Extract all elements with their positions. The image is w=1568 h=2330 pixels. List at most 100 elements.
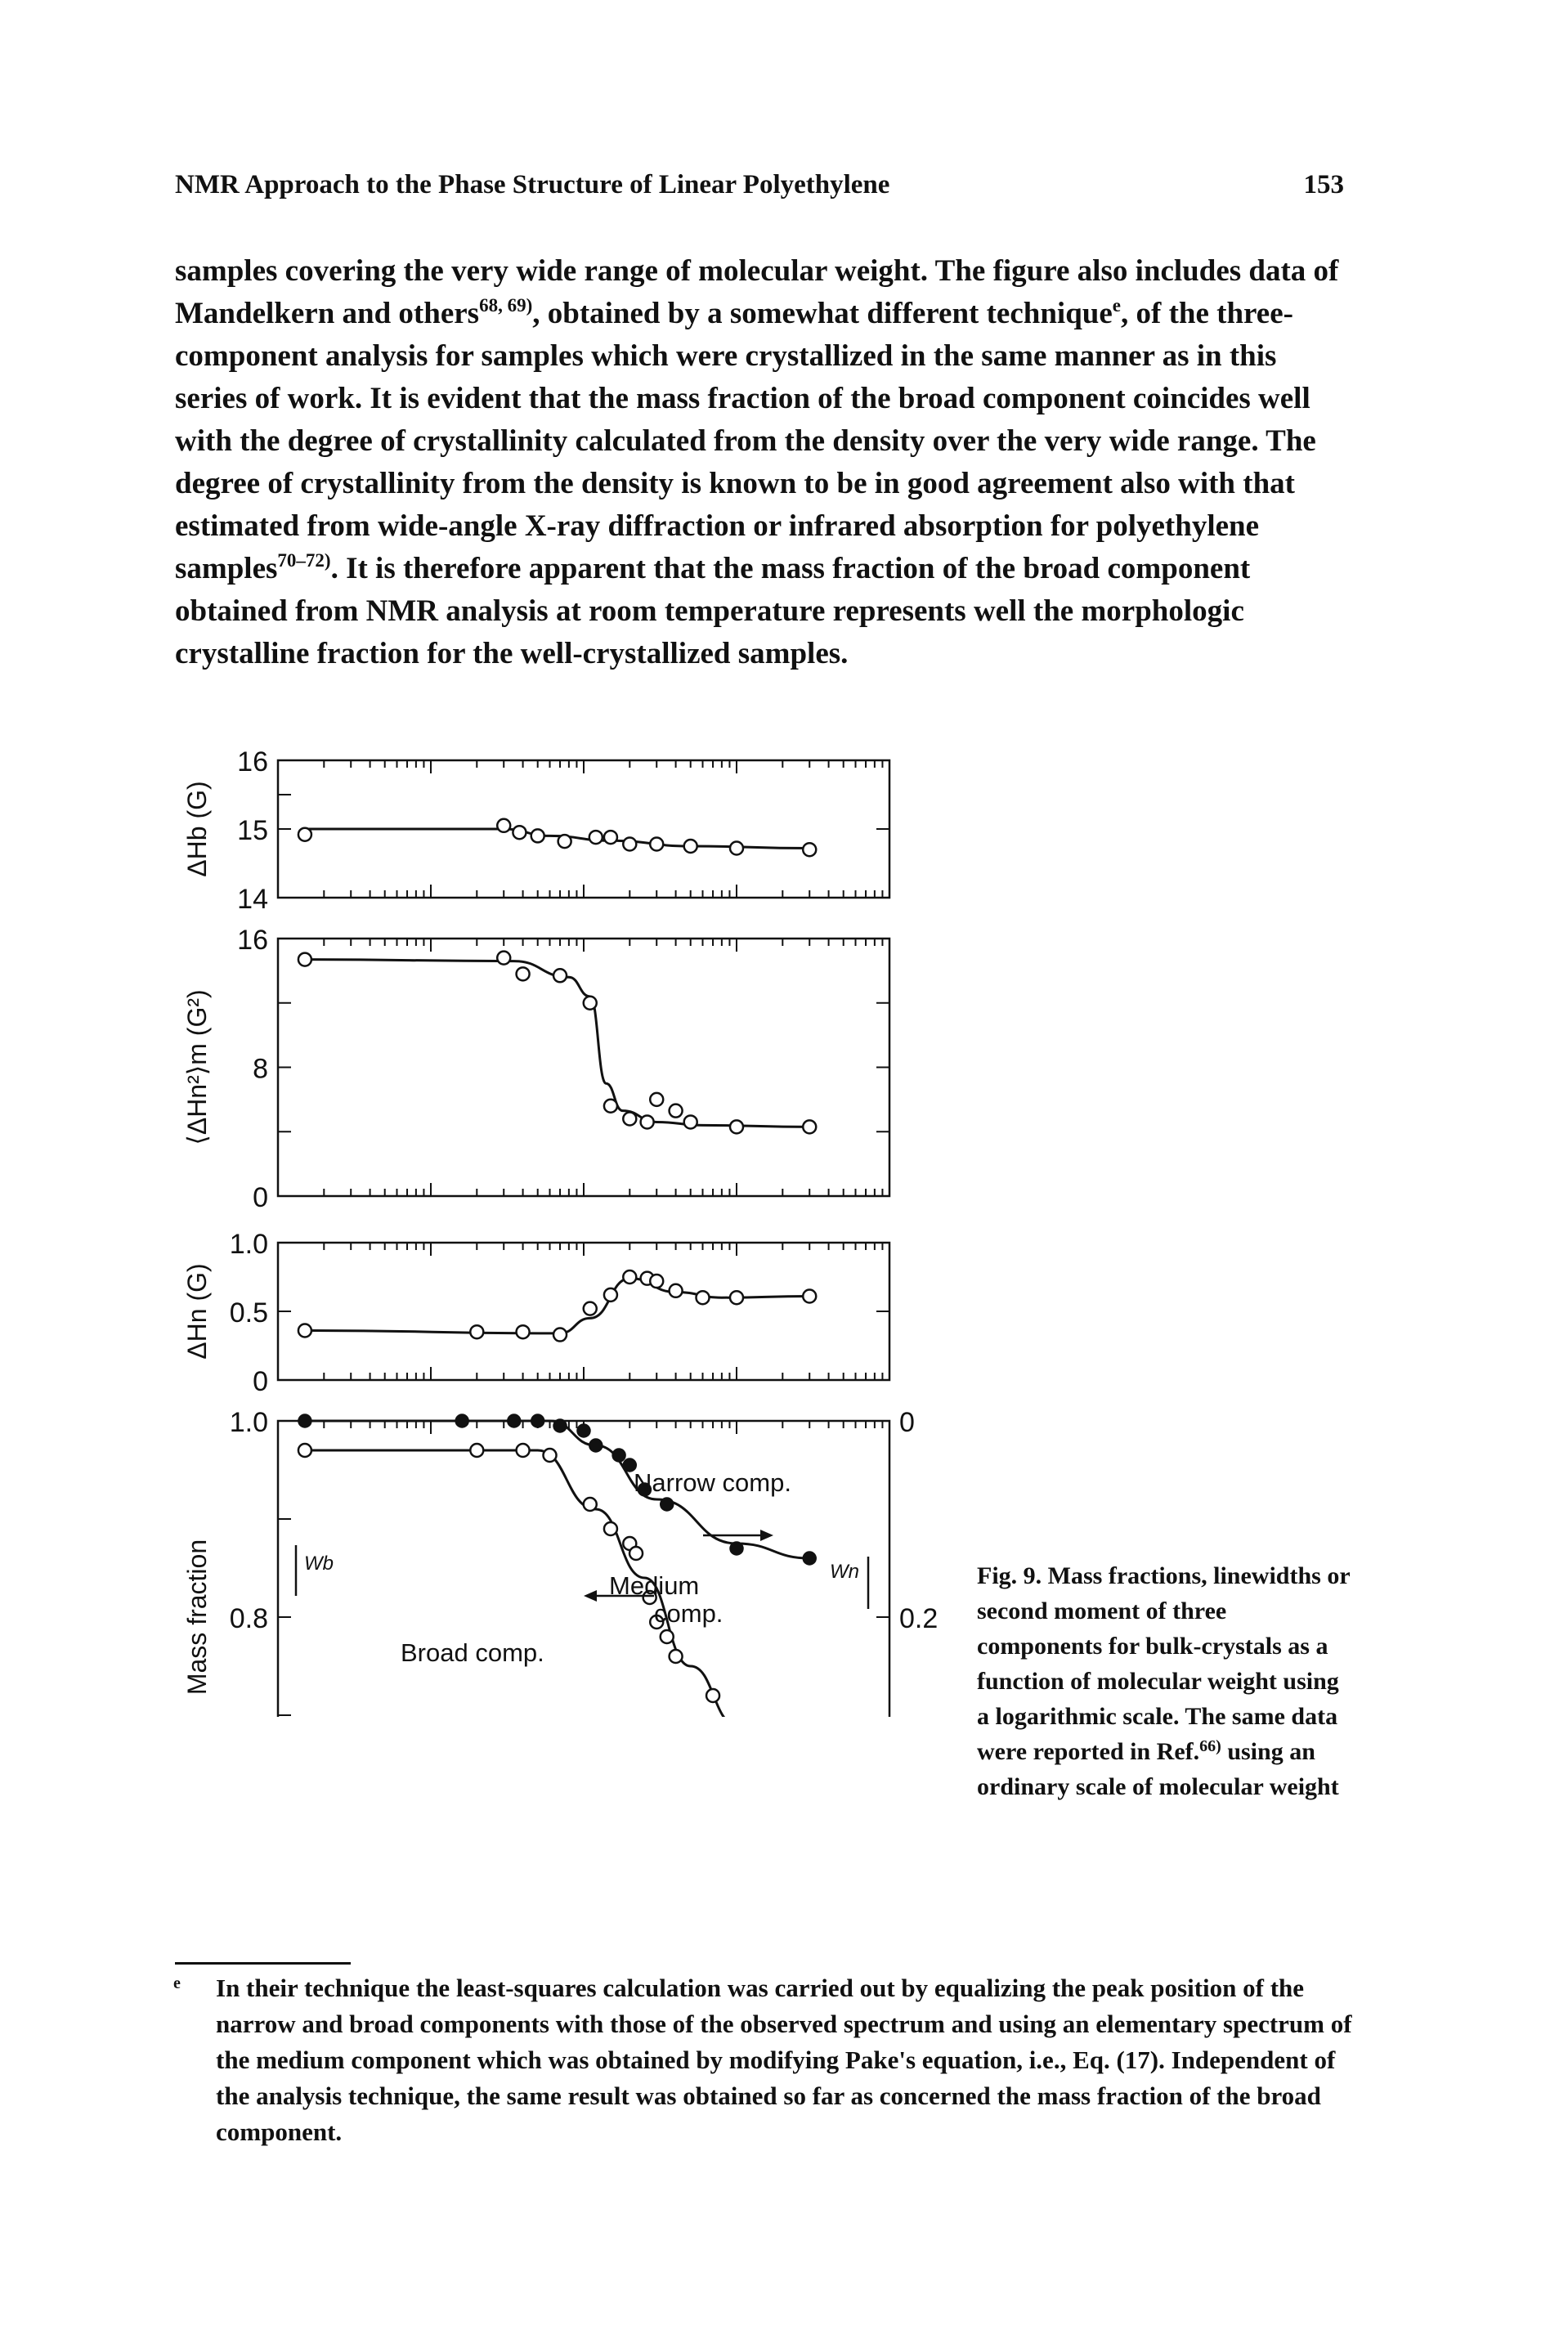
data-point — [801, 1288, 818, 1304]
annotation-narrow-comp: Narrow comp. — [634, 1468, 791, 1497]
data-point-open — [582, 1496, 598, 1512]
data-point — [639, 1114, 655, 1130]
body-text-4: . It is therefore apparent that the mass… — [175, 552, 1251, 670]
figure-caption: Fig. 9. Mass fractions, linewidths or se… — [977, 1558, 1353, 1804]
data-point-open — [705, 1687, 721, 1704]
y-tick-label: 1.0 — [230, 1407, 268, 1438]
data-point-filled — [659, 1497, 674, 1512]
data-point-open — [668, 1648, 683, 1665]
data-point-open — [603, 1521, 619, 1537]
footnote-text: In their technique the least-squares cal… — [216, 1974, 1352, 2146]
y-tick-label: 0 — [253, 1366, 268, 1397]
y-tick-label: 0.5 — [230, 1297, 268, 1329]
y-tick-label: 14 — [237, 884, 268, 915]
data-point — [557, 833, 572, 849]
data-point-open — [659, 1629, 674, 1645]
data-point — [495, 818, 512, 834]
fit-line — [304, 827, 810, 850]
arrow-right-head — [760, 1530, 773, 1541]
data-point — [801, 1119, 818, 1135]
panel-mass-fraction — [276, 1419, 891, 1717]
data-point — [728, 1119, 745, 1135]
data-point — [683, 838, 698, 854]
data-point — [588, 829, 604, 845]
data-point — [648, 836, 665, 852]
data-point — [801, 841, 818, 858]
running-title: NMR Approach to the Phase Structure of L… — [175, 170, 890, 199]
data-point-filled — [455, 1414, 469, 1428]
data-point-filled — [589, 1438, 603, 1453]
data-point-filled — [530, 1414, 545, 1428]
data-point — [668, 1283, 683, 1299]
page-number: 153 — [1303, 170, 1345, 199]
data-point — [683, 1114, 698, 1130]
data-point — [469, 1324, 485, 1340]
fit-line-broad — [304, 1449, 726, 1717]
data-point — [603, 829, 619, 845]
data-point — [648, 1091, 665, 1108]
y2-tick-label: 0 — [899, 1407, 915, 1438]
y-tick-label: 16 — [237, 925, 268, 956]
y-axis-label-dhn: ΔHn (G) — [182, 1263, 212, 1359]
data-point — [622, 836, 638, 852]
y-tick-label: 8 — [253, 1054, 268, 1085]
data-point-filled — [622, 1458, 638, 1472]
data-point — [603, 1098, 619, 1113]
data-point-filled — [637, 1482, 652, 1497]
y-tick-label: 15 — [237, 815, 268, 846]
data-point — [728, 840, 745, 856]
citation-70-72: 70–72) — [277, 550, 331, 571]
data-point — [297, 1323, 313, 1338]
citation-68-69: 68, 69) — [479, 295, 533, 316]
y-axis-label-m2: ⟨ΔHn²⟩m (G²) — [182, 989, 212, 1145]
data-point — [648, 1273, 665, 1289]
annotation-wn: Wn — [830, 1561, 859, 1583]
page-header: NMR Approach to the Phase Structure of L… — [175, 170, 1344, 211]
data-point-open — [542, 1447, 558, 1463]
data-point-filled — [729, 1541, 744, 1556]
data-point-filled — [298, 1414, 312, 1428]
data-point-filled — [612, 1448, 626, 1463]
data-point — [552, 1327, 568, 1342]
y-tick-label: 0.8 — [230, 1603, 268, 1634]
data-point-open — [469, 1442, 485, 1458]
data-point — [582, 1301, 598, 1316]
data-point — [668, 1103, 683, 1118]
body-text-1: samples covering the very wide range of … — [175, 254, 1339, 330]
data-point-filled — [576, 1423, 591, 1438]
y-axis-label-dhb: ΔHb (G) — [182, 781, 212, 876]
annotation-wb: Wb — [304, 1553, 334, 1575]
data-point — [297, 952, 313, 967]
data-point — [582, 995, 598, 1010]
data-point — [515, 1324, 531, 1340]
y-axis-label-mass: Mass fraction — [182, 1539, 212, 1695]
data-point — [495, 950, 512, 966]
body-text-2: , obtained by a somewhat different techn… — [532, 297, 1113, 330]
data-point-open — [648, 1614, 665, 1630]
data-point-open — [297, 1442, 313, 1458]
y-tick-label: 0 — [253, 1182, 268, 1213]
y-tick-label: 16 — [237, 746, 268, 777]
data-point-open — [642, 1589, 657, 1606]
data-point-filled — [553, 1418, 567, 1433]
caption-text: Fig. 9. Mass fractions, linewidths or se… — [977, 1562, 1351, 1765]
data-point — [622, 1269, 638, 1285]
data-point — [552, 968, 568, 984]
data-point — [695, 1289, 710, 1306]
data-point — [728, 1289, 745, 1306]
data-point — [297, 827, 313, 842]
data-point-filled — [506, 1414, 522, 1428]
arrow-left-head — [584, 1590, 597, 1602]
annotation-medium-comp: comp. — [654, 1599, 723, 1628]
fit-line — [304, 958, 810, 1128]
footnote: e In their technique the least-squares c… — [173, 1970, 1352, 2150]
data-point — [515, 966, 531, 982]
data-point — [603, 1287, 619, 1303]
data-point — [622, 1111, 638, 1127]
fit-line — [304, 1277, 810, 1335]
footnote-mark: e — [173, 1974, 181, 1992]
footnote-rule — [175, 1962, 351, 1965]
data-point-filled — [802, 1551, 817, 1566]
caption-text-end: using an ordinary scale of molecular wei… — [977, 1738, 1339, 1800]
